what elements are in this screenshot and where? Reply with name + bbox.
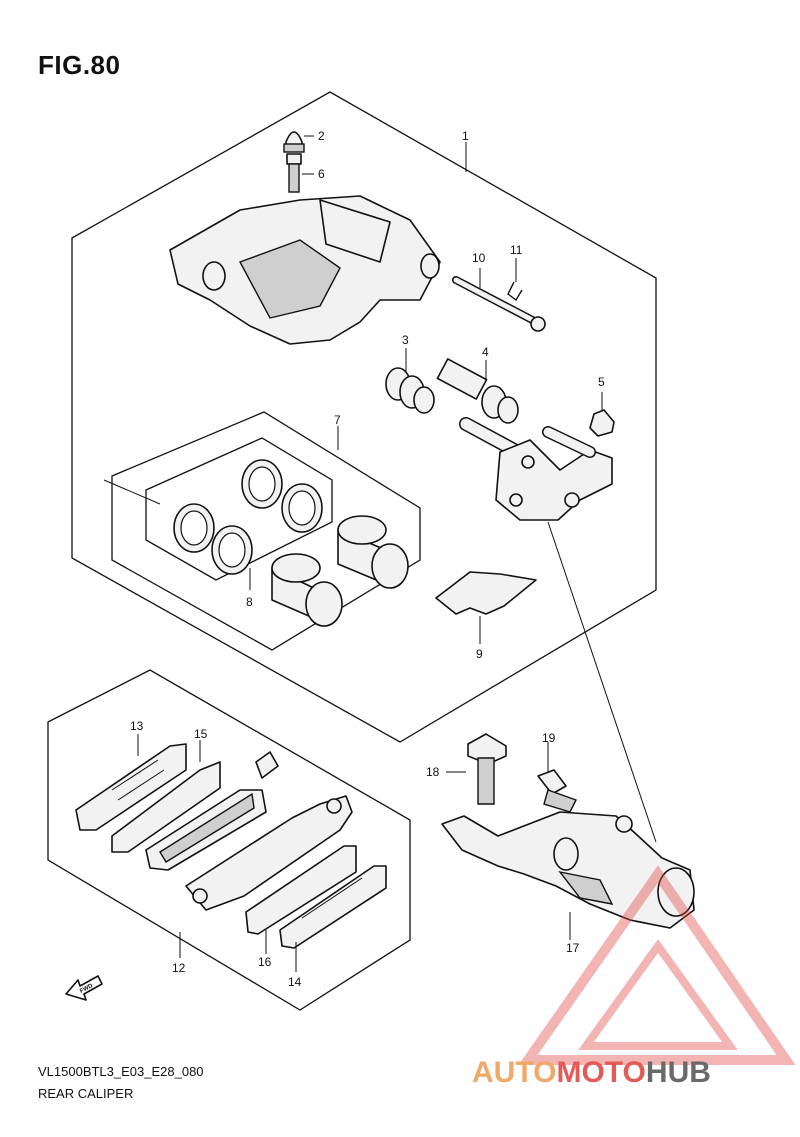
- caliper-bracket-17: [441, 811, 695, 929]
- piston-seals: [173, 459, 323, 575]
- fwd-arrow-icon: FWD: [65, 975, 103, 1001]
- piston-kit-frame: [111, 411, 421, 651]
- caliper-pin: [452, 276, 546, 332]
- pad-spring: [589, 409, 615, 437]
- callout-9: 9: [476, 647, 483, 661]
- callout-16: 16: [258, 955, 272, 969]
- caliper-body: [169, 195, 441, 345]
- logo-hub: HUB: [646, 1056, 711, 1089]
- brake-pad-16: [185, 795, 357, 935]
- mounting-bolt: [467, 733, 507, 805]
- callout-10: 10: [472, 251, 486, 265]
- callout-13: 13: [130, 719, 144, 733]
- callout-19: 19: [542, 731, 556, 745]
- callout-2: 2: [318, 129, 325, 143]
- pin-clip: [507, 281, 523, 302]
- callout-5: 5: [598, 375, 605, 389]
- leader-lines: [103, 135, 657, 972]
- model-code: VL1500BTL3_E03_E28_080: [38, 1064, 204, 1079]
- caliper-assembly-frame: [71, 91, 657, 743]
- callout-1: 1: [462, 129, 469, 143]
- slide-sleeve: [436, 358, 519, 424]
- brake-pad-15: [145, 789, 267, 871]
- automotohub-logo: AUTOMOTOHUB: [472, 865, 796, 1089]
- logo-auto: AUTO: [472, 1056, 556, 1089]
- figure-title: FIG.80: [38, 50, 121, 80]
- pad-retainer-spring: [435, 571, 537, 615]
- brake-pad-shim-13: [75, 743, 187, 831]
- dust-boot: [385, 367, 435, 414]
- pad-set-frame: [47, 669, 411, 1011]
- logo-triangle-inner: [578, 939, 738, 1050]
- callout-14: 14: [288, 975, 302, 989]
- logo-word: AUTOMOTOHUB: [472, 1056, 711, 1089]
- logo-triangle-outer: [518, 865, 796, 1065]
- callout-18: 18: [426, 765, 440, 779]
- callout-3: 3: [402, 333, 409, 347]
- brake-pad-shim-15: [111, 761, 221, 853]
- seal-set-frame: [145, 437, 333, 581]
- bleeder-valve: [286, 153, 302, 193]
- caliper-pistons: [271, 515, 409, 627]
- caliper-bracket: [459, 417, 613, 521]
- callout-8: 8: [246, 595, 253, 609]
- brake-pad-carrier-arm: [255, 751, 279, 779]
- axle-sleeve-bolt: [537, 769, 577, 813]
- callout-11: 11: [510, 243, 523, 257]
- callout-17: 17: [566, 941, 580, 955]
- callout-15: 15: [194, 727, 208, 741]
- bleeder-cap: [283, 131, 305, 153]
- brake-pad-shim-14: [279, 865, 387, 949]
- logo-moto: MOTO: [556, 1056, 645, 1089]
- callout-12: 12: [172, 961, 186, 975]
- section-name: REAR CALIPER: [38, 1086, 134, 1101]
- callout-4: 4: [482, 345, 489, 359]
- callout-6: 6: [318, 167, 325, 181]
- callout-7: 7: [334, 413, 341, 427]
